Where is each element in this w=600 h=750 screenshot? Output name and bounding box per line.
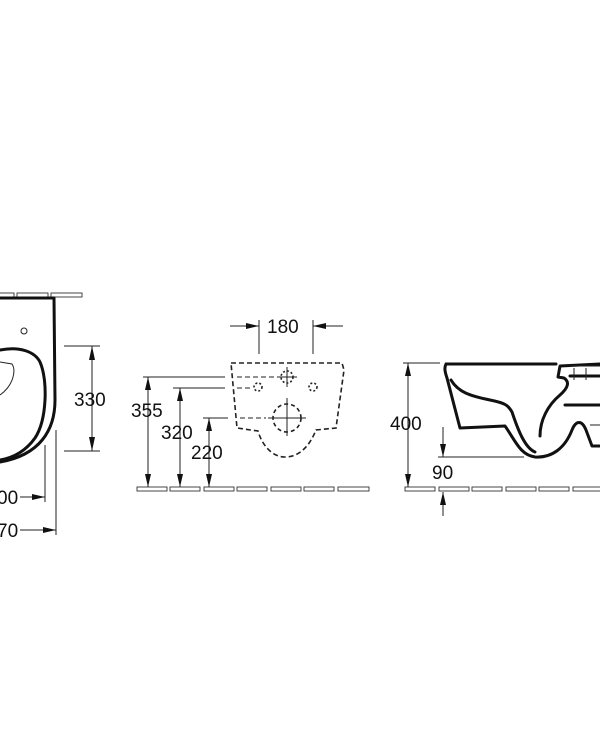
width-outer-label: 70 <box>0 521 18 542</box>
spacing-180-label: 180 <box>267 317 299 338</box>
front-wall-line <box>0 292 83 298</box>
bowl-inner-outline <box>449 362 600 454</box>
seat-inner <box>0 361 15 396</box>
bowl-side-outline <box>443 362 600 459</box>
middle-floor-line <box>136 486 370 492</box>
height-355-label: 355 <box>131 401 163 422</box>
height-330-label: 330 <box>74 390 106 411</box>
outlet-height-90-label: 90 <box>432 463 453 484</box>
height-220-label: 220 <box>191 443 223 464</box>
rim-height-400-label: 400 <box>390 414 422 435</box>
side-view: 400 90 <box>390 362 600 516</box>
fixing-hole <box>20 327 28 335</box>
bowl-outline <box>0 296 57 464</box>
width-inner-label: 00 <box>0 488 18 509</box>
seat-outline <box>0 347 47 462</box>
side-floor-line <box>404 486 600 492</box>
fixing-holes <box>253 367 318 436</box>
wall-fixing-view: 180 355 320 220 <box>131 317 370 492</box>
height-320-label: 320 <box>161 423 193 444</box>
front-view: 330 00 70 <box>0 292 106 542</box>
ceramic-outline <box>230 362 345 458</box>
